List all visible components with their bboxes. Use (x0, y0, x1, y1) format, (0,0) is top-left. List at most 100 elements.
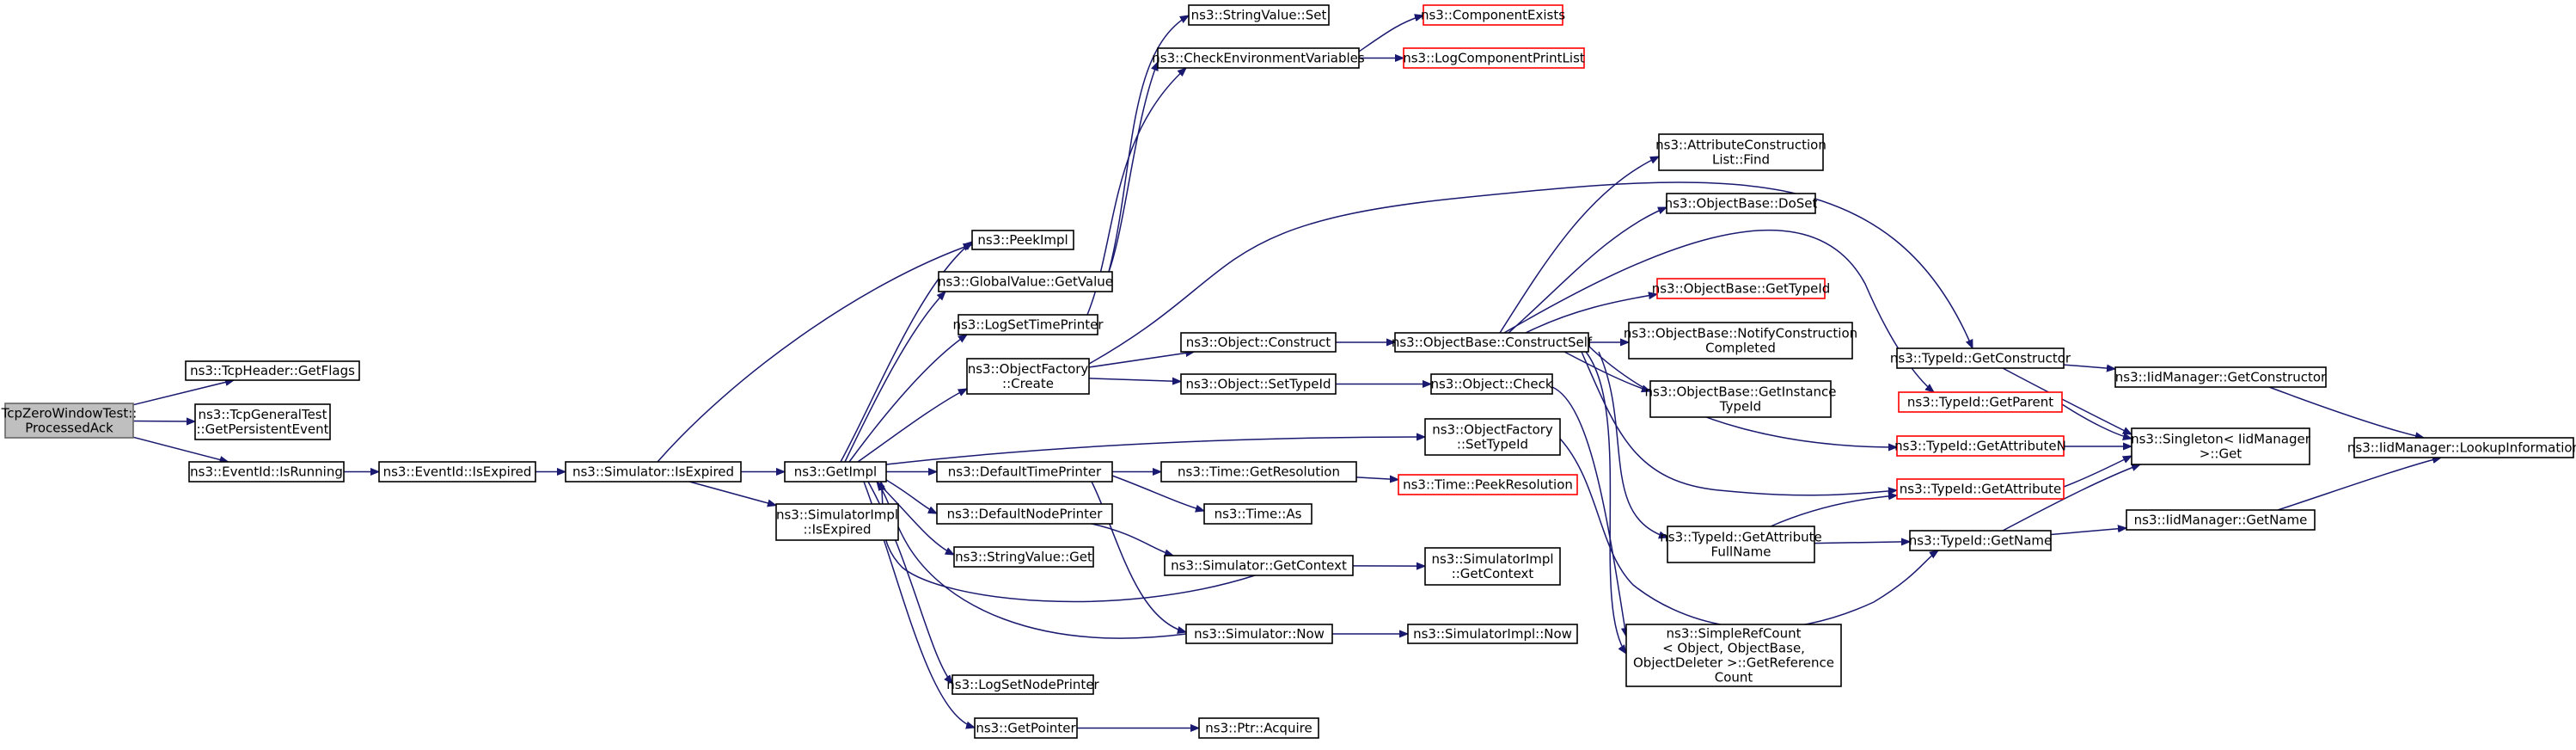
node-label: ns3::ObjectBase::NotifyConstruction (1624, 326, 1857, 341)
node-iid_getname[interactable]: ns3::IidManager::GetName (2126, 509, 2316, 531)
node-root[interactable]: TcpZeroWindowTest::ProcessedAck (1, 403, 138, 439)
node-label: ns3::LogSetTimePrinter (952, 317, 1104, 333)
node-isrunning[interactable]: ns3::EventId::IsRunning (188, 461, 345, 483)
edge-tid_getattrfullname-to-tid_getattr (1770, 495, 1897, 527)
node-getimpl[interactable]: ns3::GetImpl (784, 461, 887, 483)
node-label: ns3::Simulator::GetContext (1171, 558, 1347, 574)
node-box (185, 360, 360, 381)
node-singleton_get[interactable]: ns3::Singleton< IidManager>::Get (2131, 427, 2311, 465)
node-of_settypeid[interactable]: ns3::ObjectFactory::SetTypeId (1424, 418, 1561, 456)
node-stringvalue_set[interactable]: ns3::StringValue::Set (1188, 4, 1330, 26)
node-obj_check[interactable]: ns3::Object::Check (1430, 373, 1553, 395)
node-iid_lookupinfo[interactable]: ns3::IidManager::LookupInformation (2347, 437, 2576, 458)
node-box (1658, 133, 1824, 171)
edge-checkenv-to-componentexists (1358, 15, 1423, 52)
node-time_peekres[interactable]: ns3::Time::PeekResolution (1398, 474, 1578, 495)
node-iid_getconstructor[interactable]: ns3::IidManager::GetConstructor (2114, 366, 2327, 388)
node-label: ns3::StringValue::Get (955, 550, 1092, 565)
node-srcount[interactable]: ns3::SimpleRefCount< Object, ObjectBase,… (1625, 624, 1842, 687)
node-label: ns3::PeekImpl (977, 232, 1068, 248)
node-logsetnodeprinter[interactable]: ns3::LogSetNodePrinter (946, 674, 1100, 695)
node-box (1398, 474, 1578, 495)
edge-getimpl-to-stringvalue_get (876, 481, 954, 556)
node-box (1185, 624, 1333, 644)
node-label: ns3::LogComponentPrintList (1403, 51, 1585, 66)
node-tid_getparent[interactable]: ns3::TypeId::GetParent (1898, 391, 2063, 413)
edge-sim_getcontext-to-getimpl (881, 482, 1256, 603)
node-box (4, 403, 134, 439)
node-box (2126, 509, 2316, 531)
node-ob_notify[interactable]: ns3::ObjectBase::NotifyConstructionCompl… (1624, 322, 1857, 360)
edge-constructself-to-attrlist_find (1499, 156, 1659, 334)
node-obj_settypeid[interactable]: ns3::Object::SetTypeId (1180, 373, 1337, 395)
edge-constructself-to-tid_getattrn (1588, 345, 1897, 447)
node-obj_construct[interactable]: ns3::Object::Construct (1180, 332, 1337, 353)
node-constructself[interactable]: ns3::ObjectBase::ConstructSelf (1392, 332, 1593, 353)
node-gv_getvalue[interactable]: ns3::GlobalValue::GetValue (938, 271, 1113, 292)
node-box (938, 271, 1113, 292)
node-sim_now[interactable]: ns3::Simulator::Now (1185, 624, 1333, 644)
node-peekimpl[interactable]: ns3::PeekImpl (971, 230, 1074, 250)
node-ob_doset[interactable]: ns3::ObjectBase::DoSet (1665, 193, 1818, 214)
node-componentexists[interactable]: ns3::ComponentExists (1421, 4, 1565, 26)
node-label: ns3::ObjectBase::ConstructSelf (1392, 335, 1593, 350)
node-label: ::Create (1002, 376, 1054, 391)
node-defaultnodeprinter[interactable]: ns3::DefaultNodePrinter (936, 503, 1113, 525)
node-getpointer[interactable]: ns3::GetPointer (974, 717, 1078, 739)
node-label: ns3::TcpGeneralTest (198, 407, 327, 422)
node-label: ns3::SimulatorImpl (776, 507, 898, 523)
edge-getimpl-to-peekimpl (840, 242, 972, 463)
edge-tid_getname-to-iid_getname (2050, 528, 2126, 536)
node-label: ns3::CheckEnvironmentVariables (1152, 51, 1365, 66)
node-box (936, 503, 1113, 525)
node-time_as[interactable]: ns3::Time::As (1203, 503, 1312, 525)
node-getflags[interactable]: ns3::TcpHeader::GetFlags (185, 360, 360, 381)
edge-gv_getvalue-to-checkenv (1108, 62, 1159, 273)
node-getpersist[interactable]: ns3::TcpGeneralTest::GetPersistentEvent (194, 403, 331, 440)
node-stringvalue_get[interactable]: ns3::StringValue::Get (953, 546, 1094, 568)
node-tid_getconstructor[interactable]: ns3::TypeId::GetConstructor (1890, 347, 2071, 369)
node-logcompprintlist[interactable]: ns3::LogComponentPrintList (1403, 47, 1585, 69)
node-sim_isexpired[interactable]: ns3::Simulator::IsExpired (565, 461, 742, 483)
node-simimpl_getcontext[interactable]: ns3::SimulatorImpl::GetContext (1424, 547, 1561, 586)
node-label: ns3::Time::PeekResolution (1403, 477, 1573, 493)
node-simimpl_now[interactable]: ns3::SimulatorImpl::Now (1407, 624, 1578, 644)
node-label: ns3::AttributeConstruction (1655, 138, 1826, 153)
node-label: ns3::ObjectFactory (1432, 422, 1553, 438)
edge-tid_getattrfullname-to-tid_getname (1814, 542, 1910, 544)
node-of_create[interactable]: ns3::ObjectFactory::Create (966, 358, 1090, 395)
node-label: ns3::TypeId::GetAttributeN (1894, 439, 2066, 454)
node-sim_getcontext[interactable]: ns3::Simulator::GetContext (1164, 555, 1354, 576)
node-label: ns3::ObjectBase::GetInstance (1645, 384, 1837, 400)
edge-sim_isexpired-to-simimpl_isexpired (688, 481, 776, 506)
node-tid_getname[interactable]: ns3::TypeId::GetName (1909, 530, 2052, 551)
node-box (1625, 624, 1842, 687)
edge-constructself-to-srcount (1585, 351, 1626, 654)
edge-getimpl-to-of_settypeid (885, 437, 1425, 465)
node-label: ns3::Object::SetTypeId (1186, 377, 1331, 392)
node-box (1430, 373, 1553, 395)
node-checkenv[interactable]: ns3::CheckEnvironmentVariables (1152, 47, 1365, 69)
node-label: < Object, ObjectBase, (1662, 641, 1805, 656)
node-ob_gettypeid[interactable]: ns3::ObjectBase::GetTypeId (1652, 278, 1831, 299)
node-defaulttimeprinter[interactable]: ns3::DefaultTimePrinter (936, 461, 1113, 483)
node-tid_getattrn[interactable]: ns3::TypeId::GetAttributeN (1894, 435, 2066, 457)
node-label: ns3::TypeId::GetParent (1907, 395, 2053, 410)
node-logsettimeprinter[interactable]: ns3::LogSetTimePrinter (952, 314, 1104, 335)
node-label: ns3::Time::GetResolution (1178, 464, 1340, 480)
node-label: ns3::DefaultTimePrinter (948, 464, 1102, 480)
node-box (1180, 373, 1337, 395)
node-time_getres[interactable]: ns3::Time::GetResolution (1160, 461, 1357, 483)
edge-getimpl-to-of_create (857, 388, 967, 463)
node-tid_getattr[interactable]: ns3::TypeId::GetAttribute (1896, 478, 2065, 500)
node-label: List::Find (1712, 152, 1770, 168)
node-ptr_acquire[interactable]: ns3::Ptr::Acquire (1198, 717, 1319, 739)
node-isexpired_ev[interactable]: ns3::EventId::IsExpired (378, 461, 536, 483)
node-label: ns3::EventId::IsExpired (383, 464, 532, 480)
node-simimpl_isexpired[interactable]: ns3::SimulatorImpl::IsExpired (775, 503, 899, 541)
node-label: FullName (1711, 544, 1771, 560)
node-box (378, 461, 536, 483)
